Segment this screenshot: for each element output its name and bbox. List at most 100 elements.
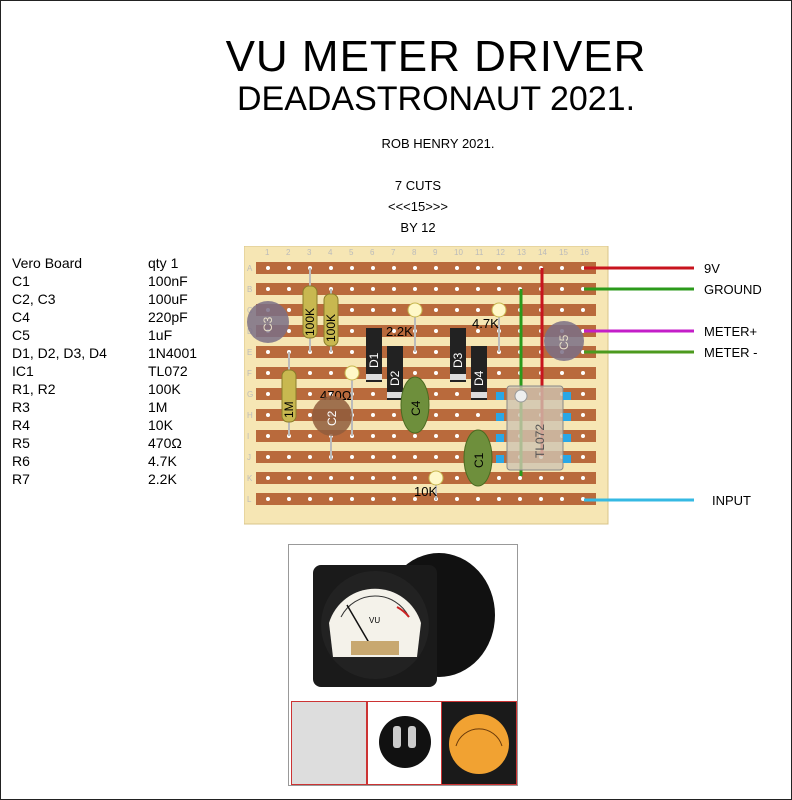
board-hole <box>329 476 333 480</box>
label-meter-plus: METER+ <box>704 324 757 339</box>
board-hole <box>455 266 459 270</box>
bom-part: R5 <box>12 435 30 451</box>
board-hole <box>455 455 459 459</box>
board-hole <box>539 497 543 501</box>
c5-capacitor <box>544 321 584 361</box>
board-hole <box>476 266 480 270</box>
board-hole <box>476 329 480 333</box>
board-hole <box>350 266 354 270</box>
d2-label: D2 <box>388 370 402 386</box>
copper-strip <box>256 304 596 316</box>
column-label: 14 <box>538 248 547 257</box>
board-hole <box>434 350 438 354</box>
label-ground: GROUND <box>704 282 762 297</box>
board-hole <box>560 308 564 312</box>
board-hole <box>455 413 459 417</box>
r6-label: 4.7K <box>472 316 499 331</box>
author-credit: ROB HENRY 2021. <box>381 136 495 151</box>
page-title: VU METER DRIVER <box>225 32 647 81</box>
board-hole <box>497 371 501 375</box>
board-hole <box>392 413 396 417</box>
page-subtitle: DEADASTRONAUT 2021. <box>236 80 636 118</box>
board-hole <box>455 497 459 501</box>
board-hole <box>371 287 375 291</box>
bom-part: D1, D2, D3, D4 <box>12 345 107 361</box>
ic1-label: TL072 <box>533 424 547 458</box>
board-hole <box>455 308 459 312</box>
vu-meter-photo: VU <box>288 544 518 786</box>
ic1-pin1-marker <box>514 389 528 403</box>
board-hole <box>560 476 564 480</box>
board-hole <box>350 476 354 480</box>
row-label: C <box>247 306 253 315</box>
board-hole <box>413 266 417 270</box>
board-hole <box>329 371 333 375</box>
board-rows: BY 12 <box>400 220 436 235</box>
d4-label: D4 <box>472 370 486 386</box>
board-hole <box>371 476 375 480</box>
r3-label: 1M <box>282 401 296 418</box>
column-label: 5 <box>349 248 354 257</box>
board-hole <box>371 434 375 438</box>
board-hole <box>371 455 375 459</box>
column-label: 8 <box>412 248 417 257</box>
board-hole <box>266 434 270 438</box>
copper-strip <box>256 262 596 274</box>
thumb-front <box>291 701 367 785</box>
board-hole <box>518 266 522 270</box>
column-label: 11 <box>475 248 484 257</box>
row-label: J <box>247 453 251 462</box>
board-hole <box>266 371 270 375</box>
board-hole <box>434 434 438 438</box>
bom-value: qty 1 <box>148 255 179 271</box>
bom-value: 1N4001 <box>148 345 198 361</box>
c1-capacitor <box>463 429 493 487</box>
board-hole <box>308 371 312 375</box>
board-hole <box>287 308 291 312</box>
board-hole <box>308 392 312 396</box>
board-hole <box>455 434 459 438</box>
board-hole <box>455 476 459 480</box>
board-hole <box>434 413 438 417</box>
board-hole <box>413 371 417 375</box>
board-hole <box>476 413 480 417</box>
board-hole <box>413 434 417 438</box>
board-hole <box>518 497 522 501</box>
row-label: L <box>247 495 252 504</box>
board-hole <box>413 497 417 501</box>
board-hole <box>266 413 270 417</box>
r4-label: 10K <box>414 484 437 499</box>
board-hole <box>497 476 501 480</box>
board-hole <box>497 266 501 270</box>
r1-label: 100K <box>303 308 317 336</box>
bom-part: R6 <box>12 453 30 469</box>
copper-strip <box>256 346 596 358</box>
board-hole <box>266 350 270 354</box>
column-label: 9 <box>433 248 438 257</box>
board-hole <box>350 287 354 291</box>
board-hole <box>455 287 459 291</box>
board-hole <box>266 476 270 480</box>
board-hole <box>266 287 270 291</box>
thumb-back <box>367 701 443 785</box>
column-label: 1 <box>265 248 270 257</box>
board-hole <box>287 287 291 291</box>
board-hole <box>581 308 585 312</box>
board-hole <box>434 371 438 375</box>
copper-strip <box>256 325 596 337</box>
board-hole <box>434 329 438 333</box>
c1-label: C1 <box>472 452 486 468</box>
board-hole <box>581 455 585 459</box>
board-hole <box>287 329 291 333</box>
c3-capacitor <box>247 301 289 343</box>
board-hole <box>434 455 438 459</box>
bom-part: R4 <box>12 417 30 433</box>
cuts-count: 7 CUTS <box>394 178 442 193</box>
board-hole <box>434 266 438 270</box>
c4-label: C4 <box>409 400 423 416</box>
